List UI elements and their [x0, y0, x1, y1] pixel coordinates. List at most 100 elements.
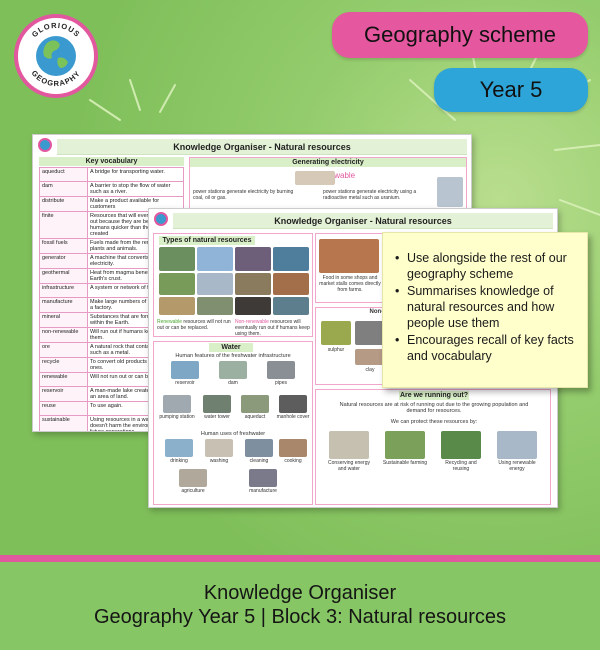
water-heading: Water: [209, 343, 253, 352]
footer: Knowledge Organiser Geography Year 5 | B…: [0, 562, 600, 650]
item-caption: drinking: [170, 458, 188, 464]
vocab-term: geothermal: [39, 268, 88, 284]
item-photo: [329, 431, 369, 459]
item-caption: agriculture: [181, 488, 205, 494]
pink-divider: [0, 555, 600, 562]
vocab-definition: A barrier to stop the flow of water such…: [87, 181, 184, 197]
vocab-term: non-renewable: [39, 327, 88, 343]
renewable-caption: Renewable resources will not run out or …: [157, 319, 231, 331]
non-metal-heading: Non-m: [369, 309, 389, 315]
resource-photo: [197, 247, 233, 271]
running-out-text: Natural resources are at risk of running…: [339, 402, 529, 414]
item-photo: [165, 439, 193, 457]
vocab-term: generator: [39, 253, 88, 269]
vocab-term: sustainable: [39, 415, 88, 431]
vocab-definition: A bridge for transporting water.: [87, 167, 184, 182]
food-text: Food in some shops and market stalls com…: [319, 275, 381, 293]
item-photo: [267, 361, 295, 379]
feature-list: Use alongside the rest of our geography …: [395, 251, 579, 364]
infrastructure-heading: Human features of the freshwater infrast…: [175, 353, 291, 359]
resource-photo: [159, 273, 195, 295]
item-caption: pumping station: [159, 414, 195, 420]
vocab-term: finite: [39, 211, 88, 239]
electricity-heading: Generating electricity: [190, 158, 466, 167]
sheet-title: Knowledge Organiser - Natural resources: [173, 213, 553, 229]
resource-photo: [273, 297, 309, 315]
glorious-geography-logo: GLORIOUS GEOGRAPHY: [14, 14, 98, 98]
vocab-term: ore: [39, 342, 88, 358]
item-photo: [441, 431, 481, 459]
item-caption: Recycling and reusing: [445, 460, 477, 472]
feature-item: Use alongside the rest of our geography …: [395, 251, 579, 282]
resource-photo: [235, 247, 271, 271]
electricity-text: power stations generate electricity by b…: [193, 189, 294, 201]
globe-icon: [154, 212, 168, 226]
vocab-term: reuse: [39, 401, 88, 416]
item-photo: [179, 469, 207, 487]
feature-item: Summarises knowledge of natural resource…: [395, 284, 579, 331]
resource-photo: [197, 273, 233, 295]
vocab-term: dam: [39, 181, 88, 197]
vocab-term: reservoir: [39, 386, 88, 402]
resource-photo: [235, 273, 271, 295]
item-photo: [219, 361, 247, 379]
item-caption: cooking: [284, 458, 302, 464]
resource-photo: [159, 297, 195, 315]
item-caption: reservoir: [175, 380, 195, 386]
feature-item: Encourages recall of key facts and vocab…: [395, 333, 579, 364]
badge-label: Geography scheme: [364, 22, 556, 47]
types-heading: Types of natural resources: [159, 236, 255, 245]
vocab-term: aqueduct: [39, 167, 88, 182]
resource-photo: [273, 273, 309, 295]
vocab-term: infrastructure: [39, 283, 88, 298]
sulphur-label: sulphur: [327, 347, 345, 353]
item-caption: pipes: [275, 380, 287, 386]
badge-label: Year 5: [479, 77, 543, 102]
vocab-term: mineral: [39, 312, 88, 328]
item-photo: [203, 395, 231, 413]
sulphur-photo: [321, 321, 351, 345]
item-photo: [163, 395, 191, 413]
water-panel: [153, 341, 313, 505]
globe-icon: [38, 138, 52, 152]
item-caption: dam: [228, 380, 238, 386]
vocab-term: fossil fuels: [39, 238, 88, 254]
types-panel: [153, 233, 313, 337]
resource-photo: [159, 247, 195, 271]
item-photo: [279, 439, 307, 457]
item-caption: Conserving energy and water: [328, 460, 370, 472]
clay-photo: [355, 349, 385, 365]
item-photo: [249, 469, 277, 487]
item-caption: Using renewable energy: [498, 460, 536, 472]
running-out-heading: Are we running out?: [399, 391, 469, 400]
item-photo: [205, 439, 233, 457]
resource-photo: [273, 247, 309, 271]
item-photo: [241, 395, 269, 413]
power-station-image: [295, 171, 335, 185]
item-caption: manufacture: [249, 488, 277, 494]
item-caption: cleaning: [249, 458, 269, 464]
running-out-panel: [315, 389, 551, 505]
item-photo: [279, 395, 307, 413]
feature-callout: Use alongside the rest of our geography …: [382, 232, 588, 388]
hero-background: GLORIOUS GEOGRAPHY Geography scheme Year…: [0, 0, 600, 555]
item-caption: washing: [209, 458, 229, 464]
item-caption: water tower: [204, 414, 230, 420]
year-badge: Year 5: [434, 68, 588, 112]
item-caption: manhole cover: [276, 414, 310, 420]
rock-photo: [355, 321, 385, 345]
resource-photo: [197, 297, 233, 315]
nonrenewable-caption: Non-renewable resources will eventually …: [235, 319, 310, 337]
item-photo: [497, 431, 537, 459]
item-caption: Sustainable farming: [382, 460, 428, 466]
footer-title: Knowledge Organiser: [203, 582, 397, 605]
resource-photo: [235, 297, 271, 315]
vocab-term: recycle: [39, 357, 88, 373]
uses-heading: Human uses of freshwater: [200, 431, 266, 437]
footer-subtitle: Geography Year 5 | Block 3: Natural reso…: [93, 606, 507, 628]
cooling-tower-image: [437, 177, 463, 207]
geography-scheme-badge: Geography scheme: [332, 12, 588, 58]
vocab-heading: Key vocabulary: [39, 157, 184, 166]
